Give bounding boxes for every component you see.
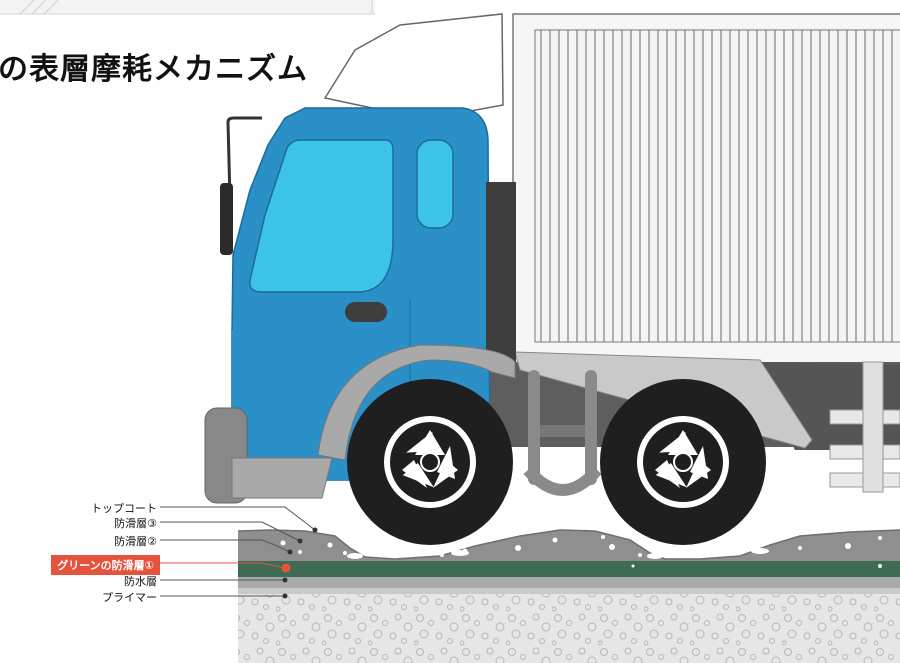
header-decoration (0, 0, 375, 15)
air-deflector (323, 13, 504, 113)
page-title: の表層摩耗メカニズム (0, 52, 308, 87)
leader-lines (160, 506, 316, 597)
label-waterproof-layer: 防水層 (124, 575, 157, 588)
concrete-base (238, 593, 900, 663)
waterproof-layer (238, 577, 900, 588)
aggregate-dots (280, 535, 882, 568)
truck (204, 13, 900, 545)
label-skid-layer-3: 防滑層③ (114, 517, 157, 530)
debris-under-tyres (347, 548, 769, 559)
skid-layer-2-3 (238, 530, 900, 561)
primer-layer (238, 588, 900, 594)
side-window (416, 139, 454, 229)
rear-wheel (600, 379, 766, 545)
label-primer: プライマー (102, 591, 157, 604)
front-wheel (347, 379, 513, 545)
side-mirror (220, 183, 233, 255)
label-topcoat: トップコート (91, 502, 157, 515)
cargo-slats (534, 29, 900, 343)
front-fender (317, 344, 516, 461)
pavement-cross-section (237, 529, 900, 663)
label-skid-layer-2: 防滑層② (114, 535, 157, 548)
label-green-skid-layer-1: グリーンの防滑層① (51, 555, 160, 575)
leader-dots (281, 527, 318, 599)
windshield (249, 139, 394, 293)
green-skid-layer-1 (238, 561, 900, 577)
